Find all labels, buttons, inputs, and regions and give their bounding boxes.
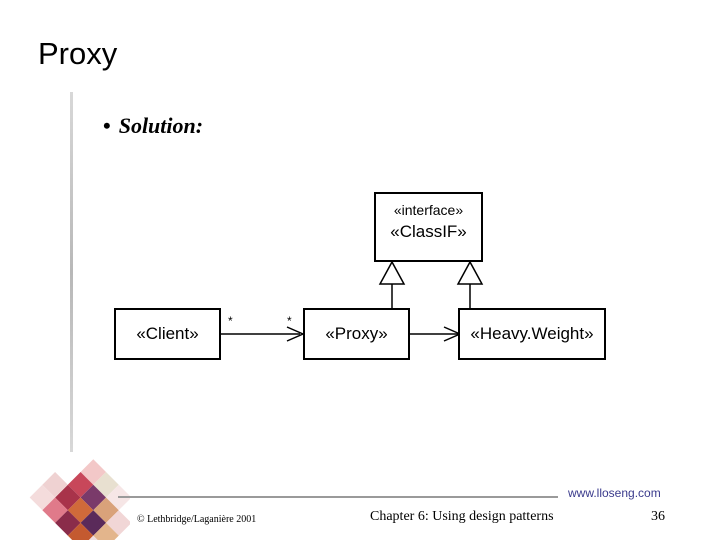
slide-title: Proxy bbox=[38, 36, 118, 71]
proxy-label: «Proxy» bbox=[325, 324, 388, 343]
website-url: www.lloseng.com bbox=[568, 486, 661, 500]
interface-stereotype: «interface» bbox=[393, 202, 464, 218]
quilt-logo bbox=[29, 459, 130, 540]
heavyweight-box: «Heavy.Weight» bbox=[458, 308, 606, 360]
bullet-item: • Solution: bbox=[103, 113, 203, 139]
decorative-vertical-line bbox=[70, 92, 73, 452]
interface-name: «ClassIF» bbox=[390, 222, 467, 241]
footer-page-number: 36 bbox=[651, 509, 665, 524]
multiplicity-client: * bbox=[228, 314, 233, 328]
bullet-text: Solution: bbox=[118, 113, 204, 138]
bullet-dot: • bbox=[103, 113, 111, 138]
footer-rule bbox=[118, 496, 558, 498]
client-box: «Client» bbox=[114, 308, 221, 360]
client-label: «Client» bbox=[136, 324, 199, 343]
heavyweight-label: «Heavy.Weight» bbox=[470, 324, 594, 343]
interface-classif-box: «interface» «ClassIF» bbox=[374, 192, 483, 262]
proxy-box: «Proxy» bbox=[303, 308, 410, 360]
footer-copyright: © Lethbridge/Laganière 2001 bbox=[137, 514, 257, 525]
footer-chapter: Chapter 6: Using design patterns bbox=[370, 509, 554, 524]
realization-triangle-heavyweight bbox=[456, 260, 484, 285]
multiplicity-proxy: * bbox=[287, 314, 292, 328]
realization-triangle-proxy bbox=[378, 260, 406, 285]
